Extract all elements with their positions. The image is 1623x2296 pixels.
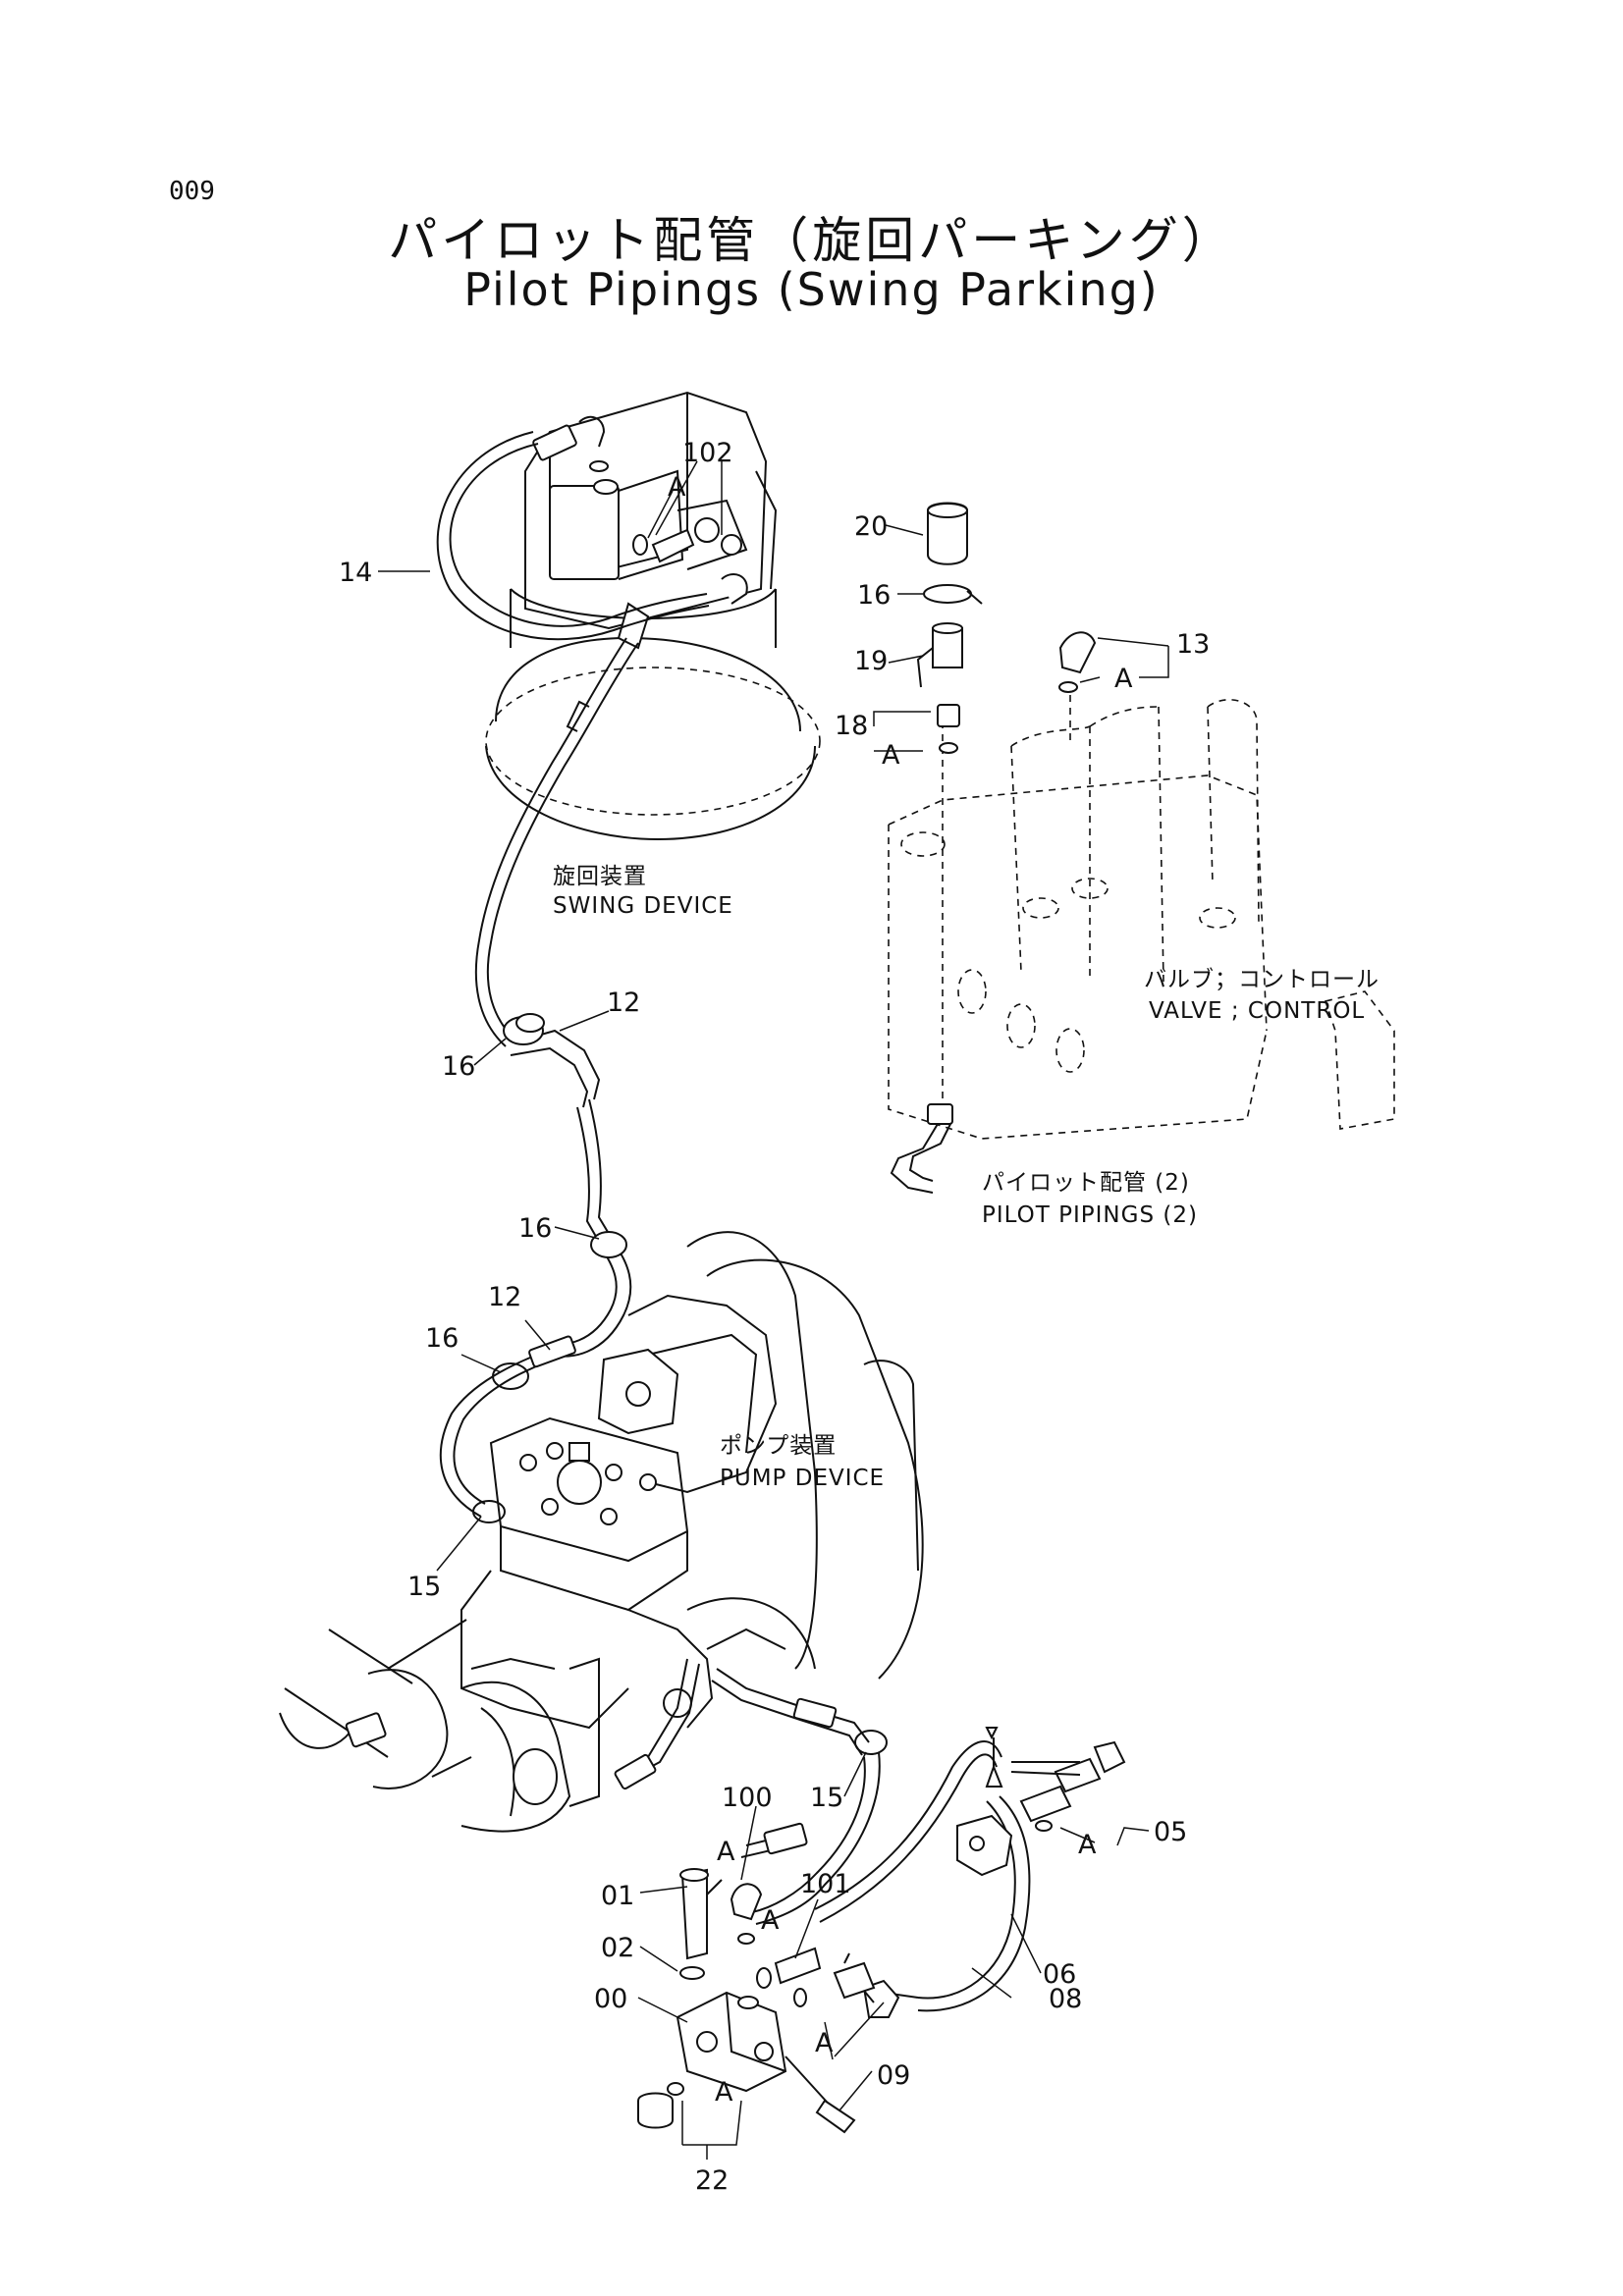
callout-101: 101	[800, 1869, 851, 1899]
swing-top-fittings	[532, 415, 748, 650]
callout-16-top: 16	[857, 580, 891, 611]
callout-100: 100	[722, 1783, 773, 1813]
clamps	[472, 1013, 888, 1755]
swing-device-label-jp: 旋回装置	[553, 864, 647, 889]
callout-a-100: A	[717, 1837, 735, 1867]
pilot-pipings-label-en: PILOT PIPINGS (2)	[982, 1202, 1198, 1228]
callout-15-right: 15	[810, 1783, 843, 1813]
callout-01: 01	[601, 1881, 634, 1911]
page-number: 009	[169, 177, 215, 206]
callout-16-lower: 16	[425, 1323, 459, 1354]
fitting-13	[1058, 631, 1097, 693]
callout-a-18: A	[882, 740, 900, 771]
callout-06: 06	[1043, 1959, 1076, 1990]
callout-19: 19	[854, 646, 888, 676]
fitting-00-block	[637, 1868, 876, 2134]
fitting-05-block	[956, 1727, 1126, 1877]
callout-00: 00	[594, 1984, 627, 2014]
callout-12-upper: 12	[607, 988, 640, 1018]
callout-20: 20	[854, 511, 888, 542]
pump-device-drawing	[460, 1231, 924, 1730]
swing-device-drawing	[485, 391, 821, 841]
callout-labels: 102 A 14 20 16 19 18 A 13 A 12 16 16 12 …	[339, 438, 1210, 2196]
callout-02: 02	[601, 1933, 634, 1963]
callout-a-09: A	[815, 2028, 834, 2058]
callout-05: 05	[1154, 1817, 1187, 1847]
pilot-pipings-label-jp: パイロット配管 (2)	[982, 1170, 1190, 1196]
swing-device-label-en: SWING DEVICE	[553, 893, 733, 919]
component-labels: 旋回装置 SWING DEVICE バルブ；コントロール VALVE ; CON…	[553, 864, 1380, 1491]
hose-12-upper	[474, 637, 639, 1358]
suction-pipe	[279, 1619, 600, 1833]
callout-08: 08	[1049, 1984, 1082, 2014]
callout-a-13: A	[1114, 664, 1133, 694]
callout-09: 09	[877, 2060, 910, 2091]
page-title-jp: パイロット配管（旋回パーキング）	[388, 212, 1235, 269]
control-valve-drawing	[888, 682, 1395, 1140]
callout-a-102: A	[668, 472, 686, 503]
hose-15	[439, 1335, 576, 1518]
callout-15-left: 15	[407, 1572, 441, 1602]
callout-a-101: A	[761, 1905, 780, 1936]
pressure-switch-stack	[916, 502, 983, 754]
pump-device-label-jp: ポンプ装置	[720, 1433, 837, 1459]
valve-control-label-jp: バルブ；コントロール	[1144, 967, 1380, 992]
callout-14: 14	[339, 558, 372, 588]
pilot-pipings-2-drawing	[890, 1103, 953, 1194]
callout-16-upper: 16	[442, 1051, 475, 1082]
hose-14	[436, 431, 710, 641]
callout-a-05: A	[1078, 1830, 1097, 1860]
pump-device-label-en: PUMP DEVICE	[720, 1466, 885, 1491]
callout-18: 18	[835, 711, 868, 741]
valve-control-label-en: VALVE ; CONTROL	[1149, 998, 1365, 1024]
page-title-en: Pilot Pipings (Swing Parking)	[463, 263, 1160, 316]
callout-a-22: A	[715, 2077, 733, 2108]
callout-102: 102	[682, 438, 733, 468]
callout-22: 22	[695, 2165, 729, 2196]
callout-13: 13	[1176, 629, 1210, 660]
callout-12-lower: 12	[488, 1282, 521, 1312]
callout-leaders	[378, 460, 1169, 2160]
hoses-06-08	[814, 1740, 1031, 2018]
callout-16-middle: 16	[518, 1213, 552, 1244]
pump-side-hoses	[614, 1658, 881, 1925]
